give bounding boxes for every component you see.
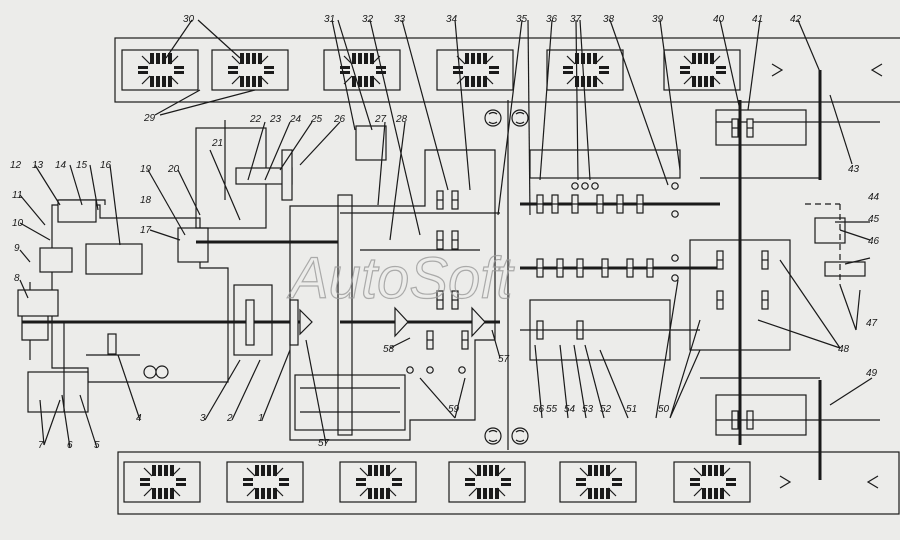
callout-label: 42 [790, 14, 802, 25]
callout-label: 16 [100, 160, 112, 171]
callout-label: 48 [838, 344, 850, 355]
callout-label: 46 [868, 236, 880, 247]
callout-label: 54 [564, 404, 576, 415]
callout-label: 57 [498, 354, 510, 365]
callout-label: 13 [32, 160, 44, 171]
lower-track [117, 451, 900, 515]
callout-label: 43 [848, 164, 860, 175]
callout-label: 25 [310, 114, 323, 125]
callout-label: 1 [258, 413, 264, 424]
callout-label: 38 [603, 14, 615, 25]
callout-label: 7 [38, 440, 44, 451]
callout-label: 41 [752, 14, 763, 25]
callout-label: 57 [318, 438, 330, 449]
callout-label: 32 [362, 14, 374, 25]
callout-label: 6 [67, 440, 73, 451]
callout-labels: 1 2 3 4 5 6 7 8 9 10 11 12 13 14 15 16 1… [10, 14, 880, 451]
callout-label: 45 [868, 214, 880, 225]
callout-label: 30 [183, 14, 195, 25]
callout-label: 35 [516, 14, 528, 25]
callout-label: 15 [76, 160, 88, 171]
callout-label: 5 [94, 440, 100, 451]
callout-label: 40 [713, 14, 725, 25]
callout-label: 18 [140, 195, 152, 206]
callout-label: 26 [333, 114, 346, 125]
callout-label: 31 [324, 14, 335, 25]
callout-label: 24 [289, 114, 302, 125]
callout-label: 53 [582, 404, 594, 415]
callout-label: 27 [374, 114, 387, 125]
callout-label: 50 [658, 404, 670, 415]
transmission-center [289, 125, 500, 441]
callout-label: 59 [448, 404, 460, 415]
callout-label: 56 [533, 404, 545, 415]
callout-label: 28 [395, 114, 408, 125]
final-drives [689, 70, 880, 480]
callout-label: 10 [12, 218, 24, 229]
engine-block [17, 199, 300, 413]
callout-label: 36 [546, 14, 558, 25]
callout-label: 19 [140, 164, 152, 175]
watermark: AutoSoft [287, 246, 515, 311]
callout-label: 49 [866, 368, 878, 379]
callout-label: 33 [394, 14, 406, 25]
callout-label: 52 [600, 404, 612, 415]
callout-label: 4 [136, 413, 142, 424]
callout-label: 20 [167, 164, 180, 175]
leader-lines [19, 19, 873, 449]
callout-label: 17 [140, 225, 152, 236]
callout-label: 39 [652, 14, 664, 25]
callout-label: 3 [200, 413, 206, 424]
callout-label: 34 [446, 14, 458, 25]
callout-label: 58 [383, 344, 395, 355]
callout-label: 12 [10, 160, 22, 171]
callout-label: 23 [269, 114, 282, 125]
callout-label: 2 [226, 413, 233, 424]
callout-label: 22 [249, 114, 262, 125]
callout-label: 37 [570, 14, 582, 25]
callout-label: 9 [14, 243, 20, 254]
callout-label: 44 [868, 192, 880, 203]
callout-label: 8 [14, 273, 20, 284]
callout-label: 11 [12, 190, 22, 201]
callout-label: 55 [546, 404, 558, 415]
callout-label: 14 [55, 160, 67, 171]
callout-label: 51 [626, 404, 637, 415]
upper-track [114, 37, 900, 103]
sprockets [484, 100, 529, 450]
callout-label: 21 [211, 138, 223, 149]
callout-label: 47 [866, 318, 878, 329]
callout-label: 29 [143, 113, 156, 124]
